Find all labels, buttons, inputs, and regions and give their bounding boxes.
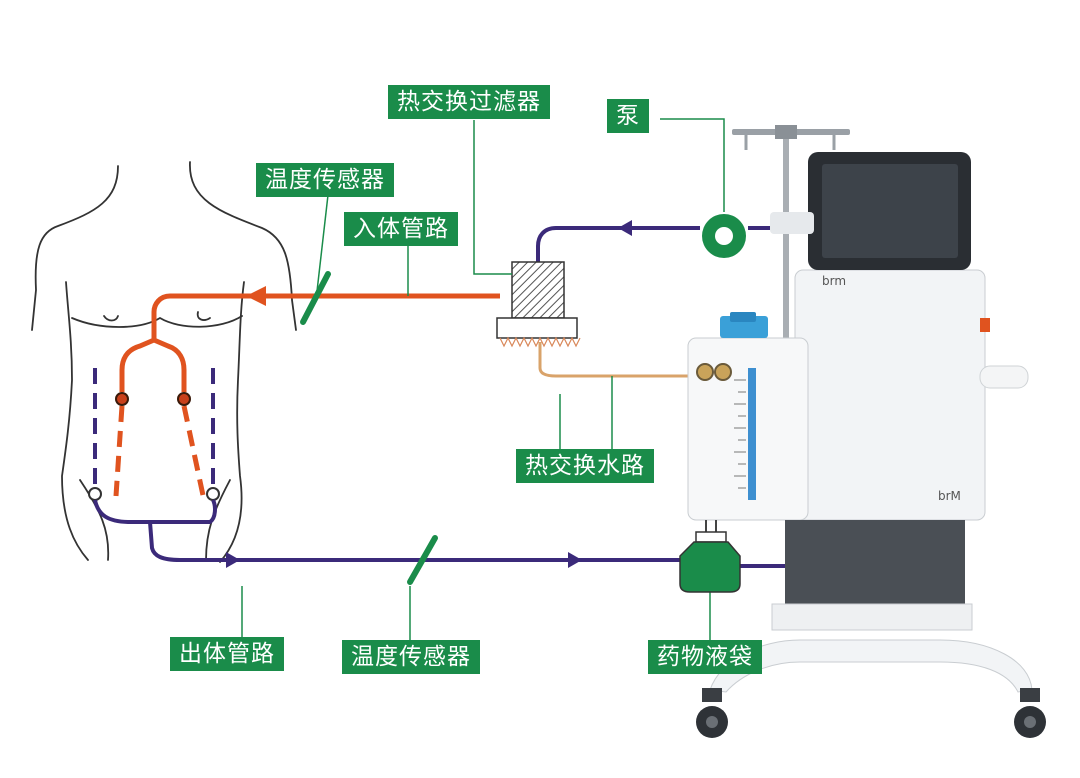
inflow-line (113, 293, 500, 501)
label-drug-bag: 药物液袋 (648, 640, 762, 674)
machine-logo-small: brm (822, 274, 846, 288)
temp-sensor-out-mark (407, 535, 438, 585)
hipec-machine: brm brM (687, 125, 1046, 738)
drug-bag-symbol (679, 531, 741, 593)
label-heat-exchange-water-line: 热交换水路 (516, 449, 654, 483)
label-outflow-line: 出体管路 (170, 637, 284, 671)
catheter-joints (115, 392, 191, 406)
pump-symbol (702, 214, 746, 258)
heat-exchanger (496, 261, 581, 348)
label-pump: 泵 (607, 99, 649, 133)
label-temperature-sensor-in: 温度传感器 (256, 163, 394, 197)
inflow-arrow (246, 286, 266, 306)
label-heat-exchange-filter: 热交换过滤器 (388, 85, 550, 119)
label-inflow-line: 入体管路 (344, 212, 458, 246)
leader-lines (241, 118, 725, 640)
water-line (538, 342, 692, 378)
machine-logo-large: brM (938, 489, 961, 503)
label-temperature-sensor-out: 温度传感器 (342, 640, 480, 674)
torso-outline (31, 161, 297, 563)
side-catheters (93, 368, 215, 488)
